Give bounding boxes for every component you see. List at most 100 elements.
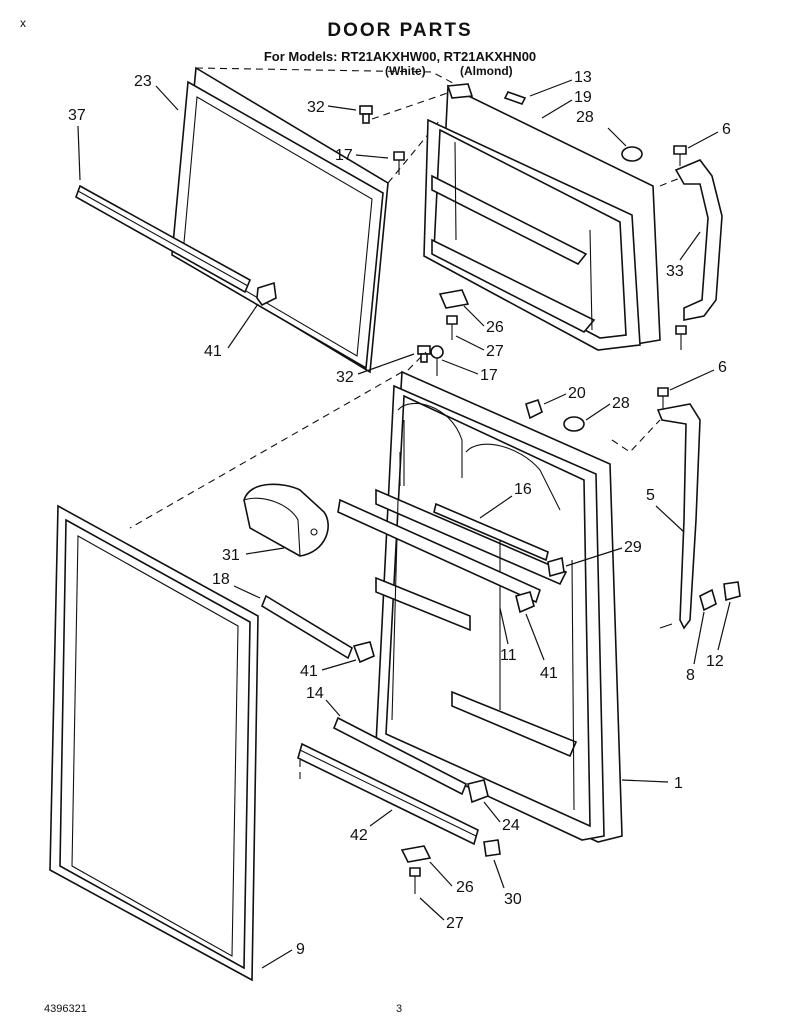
fresh-food-door-assembly — [375, 370, 623, 843]
svg-text:31: 31 — [222, 547, 240, 564]
freezer-plug-and-screw — [359, 105, 405, 175]
upper-hinge — [674, 159, 723, 321]
svg-text:33: 33 — [666, 263, 684, 280]
shelf-trim-strip — [433, 502, 549, 562]
clip — [525, 398, 543, 420]
hinge-bushing — [723, 581, 741, 602]
door-foot — [483, 839, 501, 857]
freezer-door-gasket — [171, 66, 389, 374]
center-hinge — [656, 403, 701, 630]
freezer-door-stop — [438, 289, 470, 340]
hinge-cap-freezer — [621, 146, 643, 162]
callout-14: 14 — [306, 685, 341, 717]
fresh-food-door-gasket — [49, 504, 259, 982]
bottom-shelf-bar — [297, 742, 479, 846]
models-subtitle: For Models: RT21AKXHW00, RT21AKXHN00 — [263, 49, 537, 64]
callout-41b: 41 — [300, 659, 357, 680]
callout-9: 9 — [261, 941, 305, 969]
callout-26b: 26 — [429, 861, 474, 896]
svg-text:42: 42 — [350, 827, 368, 844]
svg-text:41: 41 — [204, 343, 222, 360]
svg-text:29: 29 — [624, 539, 642, 556]
svg-text:13: 13 — [574, 69, 592, 86]
svg-text:28: 28 — [612, 395, 630, 412]
page-title: DOOR PARTS — [327, 20, 473, 41]
door-shelf-strip — [261, 594, 353, 660]
svg-text:6: 6 — [718, 359, 727, 376]
svg-text:19: 19 — [574, 89, 592, 106]
svg-text:37: 37 — [68, 107, 86, 124]
svg-text:30: 30 — [504, 891, 522, 908]
callout-6: 6 — [687, 121, 731, 149]
svg-text:1: 1 — [674, 775, 683, 792]
callout-37: 37 — [68, 107, 86, 181]
callout-6b: 6 — [669, 359, 727, 391]
svg-text:28: 28 — [576, 109, 594, 126]
svg-text:23: 23 — [134, 73, 152, 90]
callout-41c: 41 — [525, 613, 558, 682]
end-cap-lower — [467, 779, 489, 804]
callout-31: 31 — [222, 547, 285, 564]
hinge-screw-bottom — [675, 325, 687, 350]
svg-text:5: 5 — [646, 487, 655, 504]
callout-24: 24 — [483, 801, 520, 834]
callout-32: 32 — [307, 99, 357, 116]
callout-17: 17 — [335, 147, 389, 164]
callout-20: 20 — [543, 385, 586, 405]
fresh-food-plug-and-screw — [417, 345, 444, 376]
callout-27: 27 — [455, 335, 504, 360]
hinge-cap-fresh-food — [563, 416, 585, 432]
hinge-screw-top — [673, 145, 687, 166]
callout-32b: 32 — [336, 353, 415, 386]
svg-text:20: 20 — [568, 385, 586, 402]
svg-text:14: 14 — [306, 685, 324, 702]
svg-text:32: 32 — [307, 99, 325, 116]
svg-text:41: 41 — [540, 665, 558, 682]
svg-text:32: 32 — [336, 369, 354, 386]
callout-16: 16 — [479, 481, 532, 519]
svg-text:24: 24 — [502, 817, 520, 834]
svg-text:27: 27 — [446, 915, 464, 932]
end-cap-right — [515, 591, 535, 614]
callout-41: 41 — [204, 303, 259, 360]
svg-text:11: 11 — [500, 647, 517, 664]
callout-17b: 17 — [441, 359, 498, 384]
callout-1: 1 — [621, 775, 683, 792]
callout-30: 30 — [493, 859, 522, 908]
hinge-pin — [699, 588, 717, 612]
end-cap-freezer — [256, 281, 277, 307]
callout-5: 5 — [646, 487, 685, 533]
callout-27b: 27 — [419, 897, 464, 932]
callout-18: 18 — [212, 571, 261, 599]
freezer-door-assembly — [423, 83, 661, 351]
freezer-shelf-strip — [75, 184, 252, 294]
svg-text:41: 41 — [300, 663, 318, 680]
page-number: 3 — [396, 1003, 403, 1015]
end-cap-left — [352, 641, 375, 664]
fresh-food-door-stop — [400, 845, 432, 894]
callout-11: 11 — [499, 607, 517, 664]
margin-mark: x — [20, 16, 26, 30]
svg-text:8: 8 — [686, 667, 695, 684]
callout-26: 26 — [463, 305, 504, 336]
callout-29: 29 — [565, 539, 642, 567]
callout-13: 13 — [529, 69, 592, 97]
end-cap-upper — [547, 556, 565, 578]
svg-text:9: 9 — [296, 941, 305, 958]
lower-shelf-strip — [332, 716, 468, 796]
svg-text:26: 26 — [486, 319, 504, 336]
callout-12: 12 — [706, 601, 731, 670]
svg-text:12: 12 — [706, 653, 724, 670]
svg-text:6: 6 — [722, 121, 731, 138]
callout-28: 28 — [576, 109, 627, 147]
callout-8: 8 — [686, 611, 705, 684]
butter-compartment-door — [243, 483, 329, 557]
svg-text:26: 26 — [456, 879, 474, 896]
svg-text:17: 17 — [480, 367, 498, 384]
svg-text:18: 18 — [212, 571, 230, 588]
svg-text:17: 17 — [335, 147, 353, 164]
callout-23: 23 — [134, 73, 179, 111]
callout-42: 42 — [350, 809, 393, 844]
